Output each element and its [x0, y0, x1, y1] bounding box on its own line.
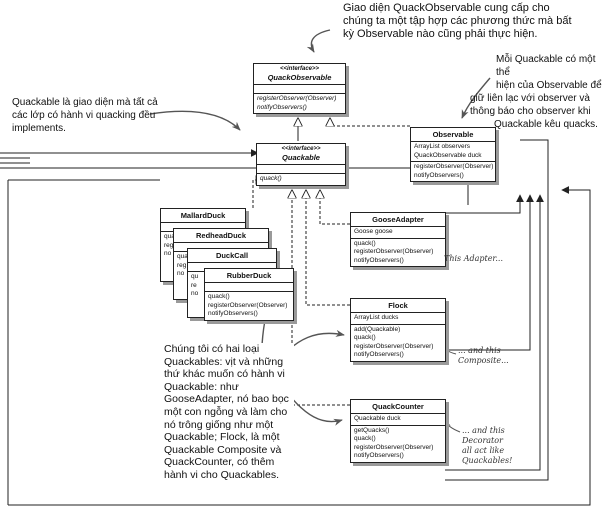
goose-to-quackable [320, 190, 350, 225]
flock-to-quackable [306, 190, 350, 306]
class-gooseadapter: GooseAdapter Goose goose quack()register… [350, 212, 446, 268]
class-quackable: <<interface>>Quackable quack() [256, 143, 346, 186]
class-quackobservable: <<interface>>QuackObservable registerObs… [253, 63, 346, 115]
class-rubberduck: RubberDuck quack()registerObserver(Obser… [204, 268, 294, 321]
flock-assoc [445, 194, 534, 351]
bottom-loop [8, 186, 591, 506]
counter-outer [445, 139, 549, 481]
hand-note-composite: ... and this Composite... [458, 346, 509, 365]
callout-left [149, 110, 241, 131]
counter-assoc [445, 194, 544, 471]
callout-top [306, 29, 331, 53]
note-top: Giao diện QuackObservable cung cấp cho c… [343, 2, 572, 40]
callout-right [461, 77, 491, 119]
hand-arrow-decorator [443, 419, 461, 433]
counter-to-quackable [292, 190, 350, 406]
note-right: Mỗi Quackable có một thể hiện của Observ… [470, 54, 602, 130]
note-bottom: Chúng tôi có hai loại Quackables: vịt và… [164, 343, 294, 482]
hand-note-adapter: This Adapter... [444, 254, 504, 263]
class-quackcounter: QuackCounter Quackable duck getQuacks()q… [350, 399, 446, 463]
ducks-to-observable [0, 167, 469, 205]
goose-assoc [445, 194, 524, 214]
hand-note-decorator: ... and this Decorator all act like Quac… [462, 426, 513, 465]
observable-to-quackobservable [330, 118, 410, 126]
class-flock: Flock ArrayList ducks add(Quackable)quac… [350, 298, 446, 362]
note-left: Quackable là giao diện mà tất cả các lớp… [12, 97, 158, 134]
